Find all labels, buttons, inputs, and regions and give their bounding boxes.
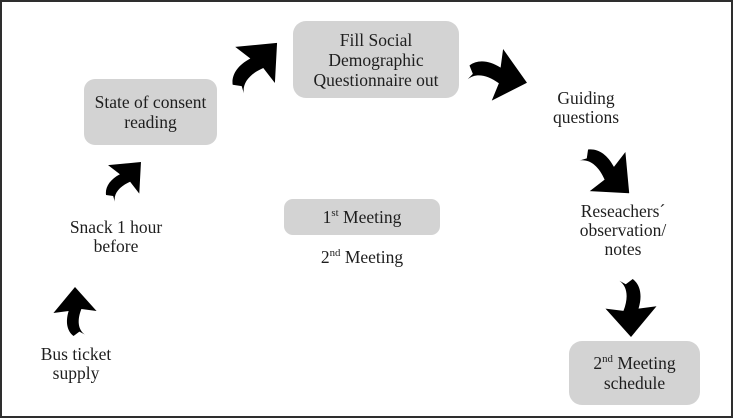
label-bus-ticket-supply: Bus ticket supply <box>29 345 123 383</box>
label-line: Snack 1 hour <box>69 217 163 237</box>
label-line: observation/ <box>579 220 667 240</box>
box-line: reading <box>124 112 177 132</box>
label-line: 2nd Meeting <box>320 247 404 267</box>
box-line: Demographic <box>328 49 424 70</box>
label-guiding-questions: Guiding questions <box>534 89 638 127</box>
arrow-snack-to-state-icon <box>90 145 158 213</box>
label-line: supply <box>52 363 100 383</box>
box-line: schedule <box>603 373 666 393</box>
box-line: State of consent <box>94 92 207 112</box>
label-line: Bus ticket <box>40 344 112 364</box>
label-line: Guiding <box>557 88 615 108</box>
ordinal-superscript: st <box>331 207 339 220</box>
label-line: notes <box>604 239 642 259</box>
bent-arrow-icon <box>212 21 300 109</box>
box-line: 1st Meeting <box>322 207 402 227</box>
label-line: Reseachers´ <box>580 201 666 221</box>
label-reseachers-observation-notes: Reseachers´ observation/ notes <box>572 202 674 259</box>
box-state-of-consent: State of consent reading <box>84 79 217 145</box>
bent-arrow-icon <box>602 278 660 338</box>
ordinal-superscript: nd <box>602 353 613 366</box>
bent-arrow-icon <box>49 287 101 336</box>
bent-arrow-icon <box>90 145 158 213</box>
arrow-reseachers-to-schedule-icon <box>602 278 660 338</box>
box-line: Fill Social <box>339 29 413 50</box>
box-line: Questionnaire out <box>313 69 439 90</box>
bent-arrow-icon <box>461 38 534 111</box>
ordinal-superscript: nd <box>329 247 341 260</box>
box-first-meeting: 1st Meeting <box>284 199 440 235</box>
arrow-bus-to-snack-icon <box>49 287 101 336</box>
arrow-fill-to-guiding-icon <box>461 38 534 111</box>
label-second-meeting: 2nd Meeting <box>302 248 422 267</box>
box-line: 2nd Meeting <box>593 353 676 373</box>
arrow-state-to-fill-icon <box>212 21 300 109</box>
box-fill-social-questionnaire: Fill Social Demographic Questionnaire ou… <box>293 21 459 98</box>
label-line: questions <box>552 107 620 127</box>
label-line: before <box>93 236 139 256</box>
box-second-meeting-schedule: 2nd Meeting schedule <box>569 341 700 405</box>
label-snack-one-hour-before: Snack 1 hour before <box>63 218 169 256</box>
